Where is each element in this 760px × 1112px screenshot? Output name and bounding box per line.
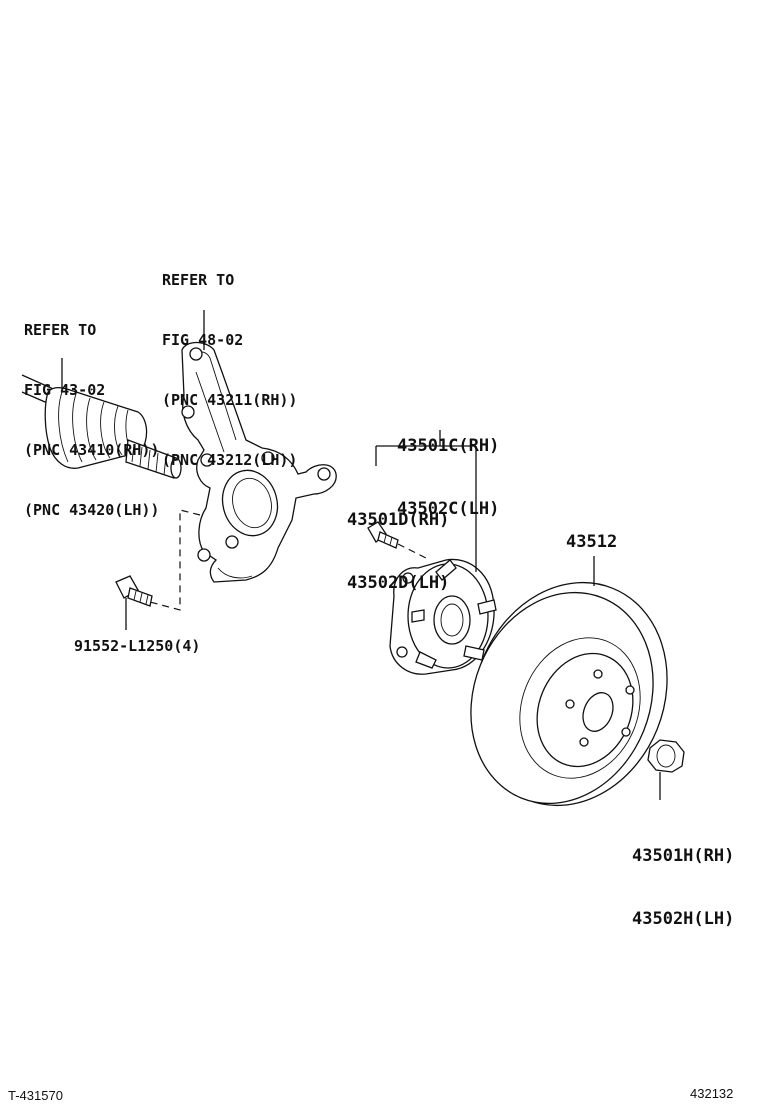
knuckle-bolt-label: 91552-L1250(4)	[74, 637, 201, 655]
knuckle-ref-line-4: (PNC 43212(LH))	[162, 451, 298, 469]
knuckle-ref-line-2: FIG 48-02	[162, 331, 244, 349]
shaft-ref-label: REFER TO FIG 43-02 (PNC 43410(RH)) (PNC …	[24, 280, 159, 540]
steering-knuckle-icon	[181, 341, 337, 583]
knuckle-ref-line-1: REFER TO	[162, 271, 235, 289]
hub-bolt-line-2: 43502D(LH)	[347, 573, 450, 593]
shaft-ref-line-2: FIG 43-02	[24, 381, 106, 399]
hub-nut-line-1: 43501H(RH)	[632, 846, 735, 866]
drive-shaft-icon	[21, 374, 182, 479]
hub-nut-line-2: 43502H(LH)	[632, 909, 735, 929]
bolt-icon	[367, 521, 399, 549]
knuckle-ref-label: REFER TO FIG 48-02 (PNC 43211(RH)) (PNC …	[162, 230, 297, 490]
shaft-ref-line-4: (PNC 43420(LH))	[24, 501, 160, 519]
figure-id-right: 432132	[690, 1086, 734, 1101]
hub-assy-label: 43501C(RH) 43502C(LH)	[397, 394, 499, 541]
hub-assy-line-2: 43502C(LH)	[397, 499, 500, 519]
hub-nut-label: 43501H(RH) 43502H(LH)	[632, 804, 734, 951]
bolt-icon	[115, 575, 153, 607]
shaft-ref-line-1: REFER TO	[24, 321, 97, 339]
hub-bolt-label: 43501D(RH) 43502D(LH)	[347, 468, 449, 615]
hub-assy-line-1: 43501C(RH)	[397, 436, 500, 456]
brake-disc-icon	[470, 581, 668, 807]
disc-label: 43512	[566, 532, 618, 552]
shaft-ref-line-3: (PNC 43410(RH))	[24, 441, 160, 459]
hub-nut-icon	[647, 739, 685, 773]
hub-bolt-line-1: 43501D(RH)	[347, 510, 450, 530]
hub-bearing-icon	[389, 558, 497, 675]
figure-id-left: T-431570	[8, 1088, 63, 1103]
knuckle-ref-line-3: (PNC 43211(RH))	[162, 391, 298, 409]
